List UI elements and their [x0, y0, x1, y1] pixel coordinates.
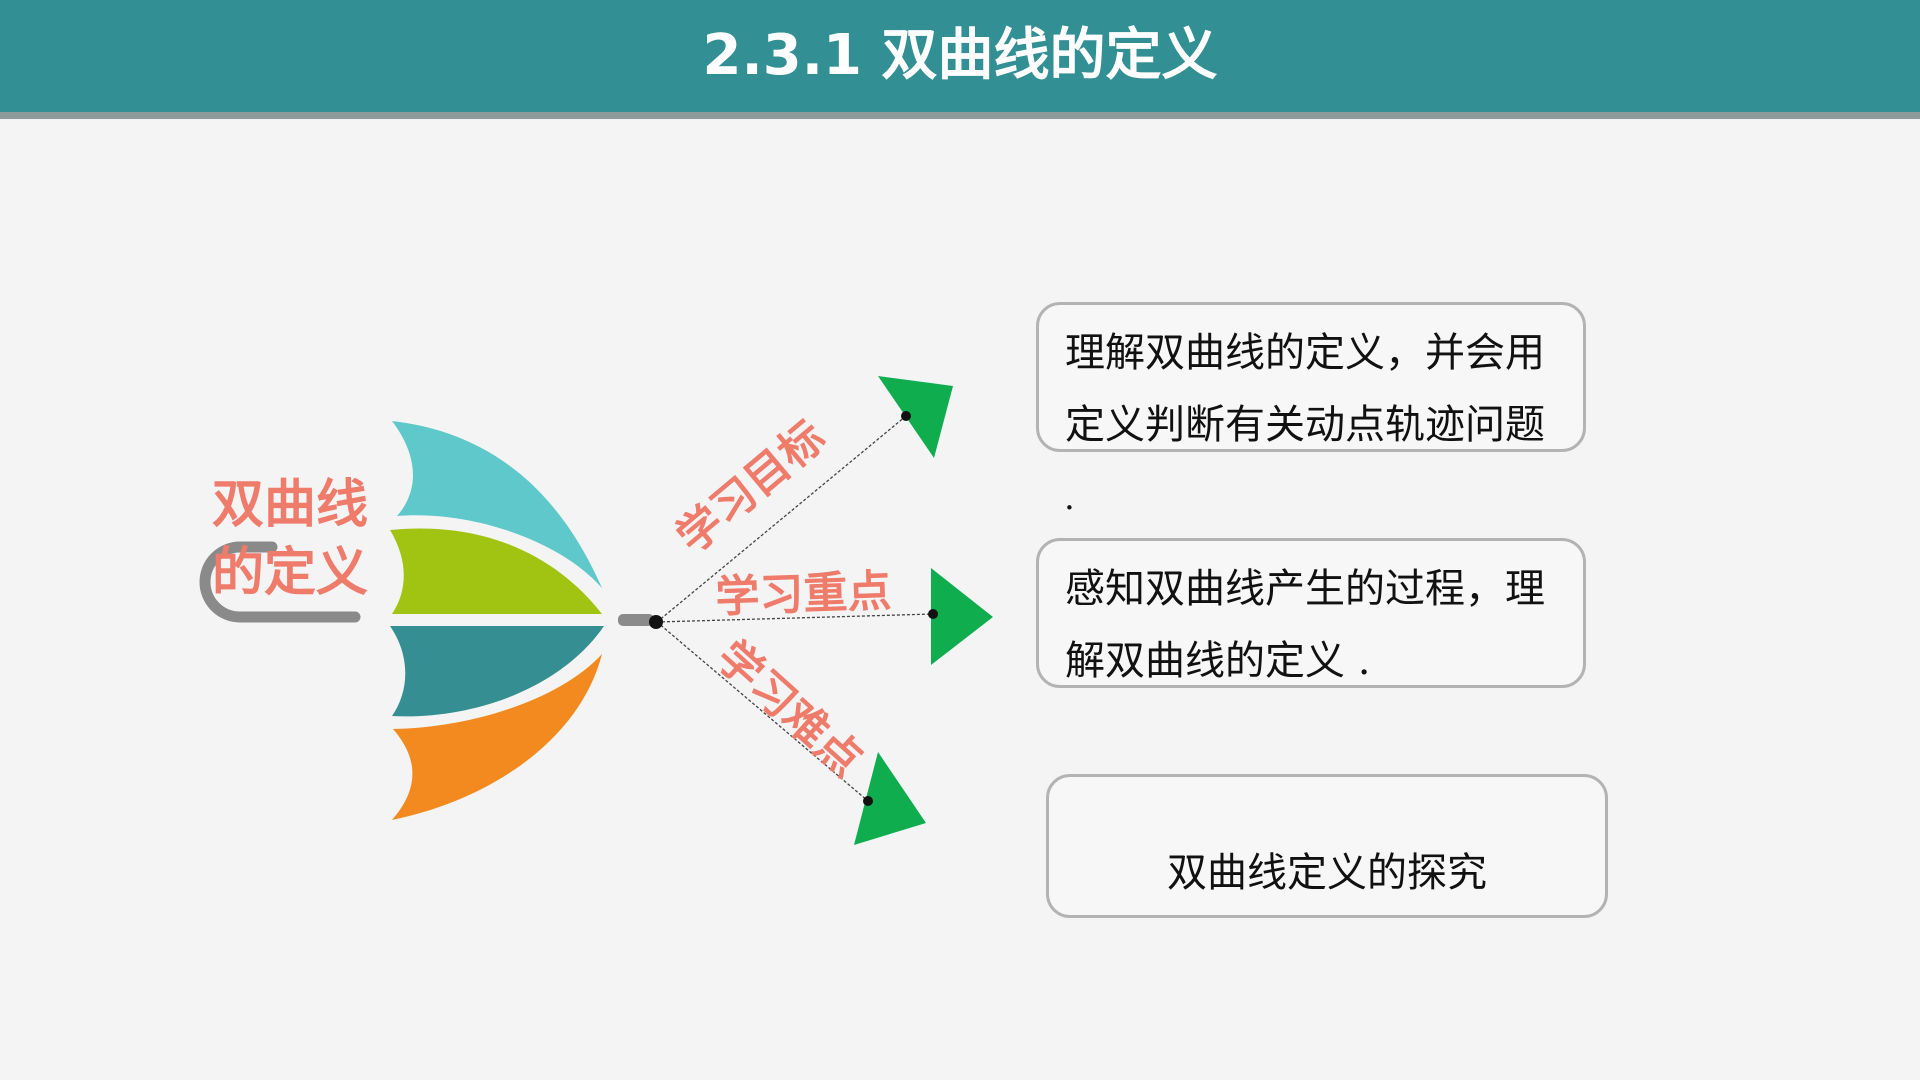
focus-text-line1: 感知双曲线产生的过程，理 — [1065, 566, 1545, 612]
focus-text-line2: 解双曲线的定义 . — [1065, 638, 1371, 684]
title-bar-underline — [0, 112, 1920, 119]
hub-dot — [649, 615, 663, 629]
umbrella-shaft — [618, 614, 654, 626]
connector-line-goal — [656, 415, 907, 623]
umbrella-petal-teal — [390, 626, 604, 717]
arrow-head-focus — [931, 568, 993, 665]
end-dot-goal — [901, 411, 911, 421]
arrow-head-difficulty — [854, 752, 926, 845]
goal-text-line1: 理解双曲线的定义，并会用 — [1065, 330, 1545, 376]
umbrella-petal-green — [390, 528, 602, 614]
difficulty-text: 双曲线定义的探究 — [1167, 850, 1487, 896]
goal-trailing-period: . — [1064, 478, 1075, 518]
connector-line-difficulty — [656, 621, 869, 802]
focus-box: 感知双曲线产生的过程，理 解双曲线的定义 . — [1036, 538, 1586, 688]
umbrella-petal-orange — [392, 654, 602, 820]
umbrella-handle — [199, 541, 361, 623]
branch-label-focus: 学习重点 — [715, 566, 893, 623]
goal-box: 理解双曲线的定义，并会用 定义判断有关动点轨迹问题 — [1036, 302, 1586, 452]
end-dot-difficulty — [863, 796, 873, 806]
connector-line-focus — [656, 613, 934, 623]
arrow-head-goal — [878, 376, 953, 458]
title-bar — [0, 0, 1920, 112]
end-dot-focus — [928, 609, 938, 619]
branch-label-difficulty: 学习难点 — [707, 631, 872, 787]
center-label-line1: 双曲线 — [212, 475, 368, 535]
goal-text-line2: 定义判断有关动点轨迹问题 — [1065, 402, 1545, 448]
center-label-line2: 的定义 — [212, 543, 368, 603]
umbrella-petal-cyan — [392, 421, 602, 588]
branch-label-goal: 学习目标 — [667, 411, 835, 563]
difficulty-box: 双曲线定义的探究 — [1046, 774, 1608, 918]
slide-title: 2.3.1 双曲线的定义 — [702, 23, 1218, 88]
